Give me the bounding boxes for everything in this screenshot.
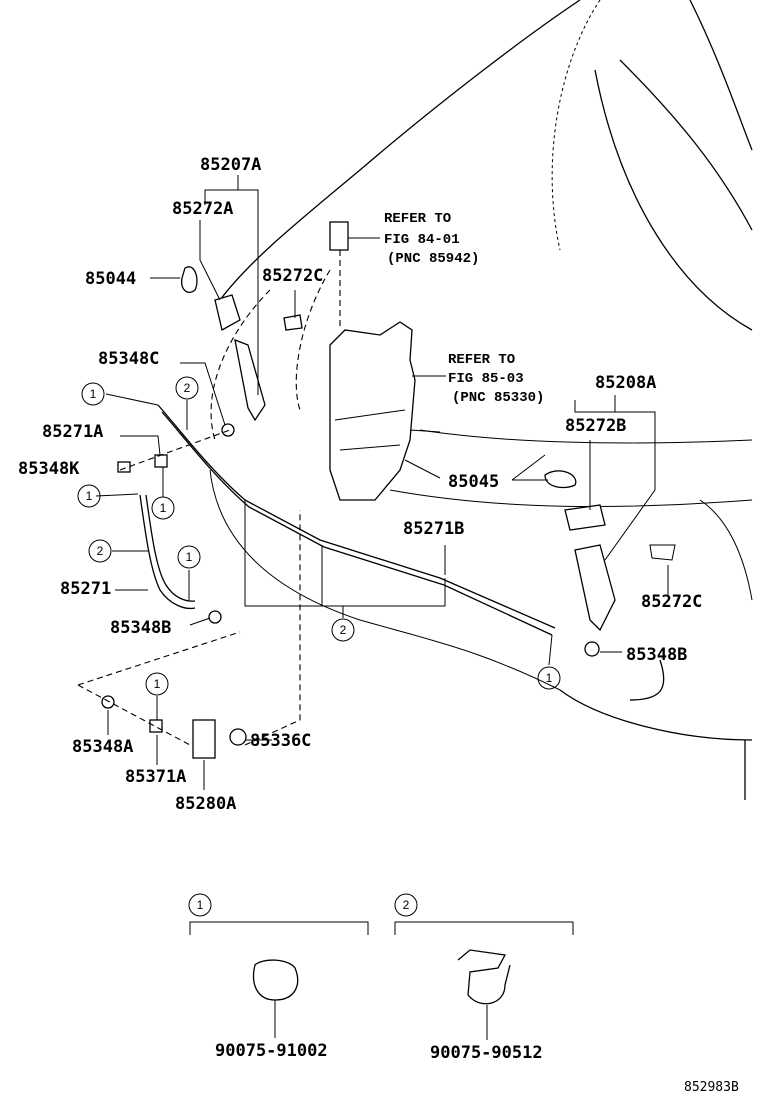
label-85271B: 85271B: [403, 519, 464, 539]
label-85348B-right: 85348B: [626, 645, 687, 665]
callout-text: 2: [403, 898, 410, 912]
callout-1: 1: [537, 666, 561, 690]
part-85348B-right-shape: [584, 641, 600, 657]
label-85280A: 85280A: [175, 794, 236, 814]
label-85271: 85271: [60, 579, 111, 599]
part-85348K-shape: [117, 461, 131, 473]
part-85272B-shape: [564, 504, 606, 531]
label-85348B-left: 85348B: [110, 618, 171, 638]
refer-note-85-03: REFER TO FIG 85-03 (PNC 85330): [448, 352, 544, 406]
refer-line: FIG 84-01: [384, 232, 460, 248]
callout-1: 1: [77, 484, 101, 508]
part-85045-shape: [544, 470, 577, 489]
clip-90075-90512-shape: [457, 949, 511, 1005]
refer-note-84-01: REFER TO FIG 84-01 (PNC 85942): [384, 211, 479, 267]
callout-text: 1: [160, 501, 167, 515]
label-85272A: 85272A: [172, 199, 233, 219]
label-85207A: 85207A: [200, 155, 261, 175]
callout-text: 1: [197, 898, 204, 912]
callout-2: 2: [175, 376, 199, 400]
leader-lines: [95, 175, 669, 1040]
part-85348B-left-shape: [208, 610, 222, 624]
part-85371A-shape: [149, 719, 163, 733]
label-90075-91002: 90075-91002: [215, 1041, 328, 1061]
clip-shapes: [252, 949, 511, 1005]
part-85272C-top-shape: [283, 314, 303, 331]
part-85272A-shape: [214, 294, 241, 331]
callout-1: 1: [81, 382, 105, 406]
callout-text: 1: [90, 387, 97, 401]
clip-90075-91002-shape: [252, 959, 299, 1001]
figure-code: 852983B: [684, 1080, 739, 1095]
part-85348A-shape: [101, 695, 115, 709]
callout-1: 1: [177, 545, 201, 569]
label-85272C-right: 85272C: [641, 592, 702, 612]
callout-1: 1: [151, 496, 175, 520]
hoses: [77, 404, 556, 746]
callout-text: 2: [184, 381, 191, 395]
callout-text: 1: [546, 671, 553, 685]
callout-2: 2: [88, 539, 112, 563]
label-85371A: 85371A: [125, 767, 186, 787]
part-85208A-shape: [574, 544, 616, 632]
label-85348K: 85348K: [18, 459, 80, 479]
callout-text: 2: [340, 623, 347, 637]
callouts: 1 2 1 1 2 1 2 1 1 1 2: [77, 376, 561, 917]
part-shapes: [101, 266, 676, 759]
label-85336C: 85336C: [250, 731, 311, 751]
part-85336C-shape: [229, 728, 247, 746]
callout-text: 2: [97, 544, 104, 558]
label-85272B: 85272B: [565, 416, 626, 436]
callout-text: 1: [186, 550, 193, 564]
part-85272C-right-shape: [649, 544, 676, 561]
refer-line: REFER TO: [384, 211, 451, 227]
label-85348A: 85348A: [72, 737, 133, 757]
refer-line: (PNC 85942): [387, 251, 479, 267]
label-85044: 85044: [85, 269, 136, 289]
callout-2: 2: [331, 618, 355, 642]
callout-text: 1: [86, 489, 93, 503]
callout-1-legend: 1: [188, 893, 212, 917]
part-85044-shape: [181, 266, 198, 293]
refer-line: FIG 85-03: [448, 371, 524, 387]
part-85207A-shape: [234, 338, 266, 422]
callout-text: 1: [154, 677, 161, 691]
label-85208A: 85208A: [595, 373, 656, 393]
label-85348C: 85348C: [98, 349, 159, 369]
label-90075-90512: 90075-90512: [430, 1043, 543, 1063]
washer-tank: [329, 221, 446, 501]
callout-1: 1: [145, 672, 169, 696]
callout-2-legend: 2: [394, 893, 418, 917]
refer-line: (PNC 85330): [452, 390, 544, 406]
label-85271A: 85271A: [42, 422, 103, 442]
part-85271A-shape: [154, 454, 168, 468]
label-85045: 85045: [448, 472, 499, 492]
part-85280A-shape: [192, 719, 216, 759]
part-85348C-shape: [221, 423, 235, 437]
label-85272C-top: 85272C: [262, 266, 323, 286]
refer-line: REFER TO: [448, 352, 515, 368]
part-labels: 85207A 85272A 85044 85272C 85348C 85208A…: [18, 155, 739, 1095]
